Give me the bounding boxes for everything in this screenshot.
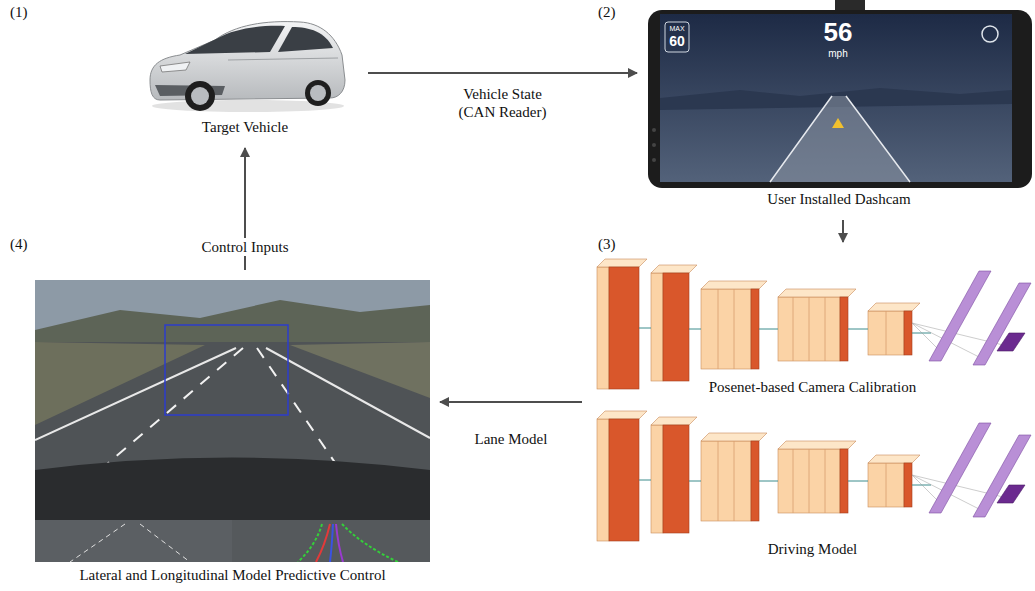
car-headlight — [160, 62, 190, 72]
thumbnail-road — [35, 520, 232, 562]
thumbnail-road — [232, 520, 430, 562]
dashcam-button — [652, 128, 656, 132]
flow-arrow — [842, 220, 844, 242]
lane-line — [100, 348, 340, 470]
car-body-line — [228, 58, 338, 60]
frame-sky — [35, 280, 430, 562]
caption-text: Lateral and Longitudinal Model Predictiv… — [79, 566, 385, 584]
screen-road — [770, 96, 910, 182]
driving-model-drawing — [597, 411, 1031, 541]
path-prediction — [330, 524, 333, 562]
lane-edge — [35, 348, 430, 440]
frame-verge — [35, 342, 205, 425]
path-prediction — [316, 524, 330, 562]
flow-arrow — [368, 72, 637, 74]
screen-readout: 56 — [824, 18, 853, 47]
steering-icon — [982, 26, 998, 42]
panel-number: (2) — [598, 4, 616, 21]
crop-box — [165, 325, 288, 415]
caption-text: Posenet-based Camera Calibration — [709, 378, 916, 396]
arrow-label: Lane Model — [472, 430, 551, 448]
panel-number: (1) — [10, 4, 28, 21]
car-wheel — [305, 80, 331, 106]
dashcam-button — [652, 158, 656, 162]
car-body — [150, 22, 345, 100]
dashcam-screen — [660, 14, 1012, 182]
dashcam-picture — [648, 0, 1032, 188]
lane-prediction — [298, 524, 398, 562]
panel-number: (3) — [598, 236, 616, 253]
frame-dashboard — [35, 458, 430, 521]
caption-text: Target Vehicle — [202, 118, 288, 136]
dashcam-button — [652, 143, 656, 147]
posenet-drawing — [597, 259, 1031, 389]
panel-number: (4) — [10, 236, 28, 253]
figure-panel: Lateral and Longitudinal Model Predictiv… — [33, 278, 432, 588]
frame-road — [35, 342, 430, 472]
frame-verge — [290, 342, 430, 398]
figure-panel: Posenet-based Camera CalibrationDriving … — [590, 250, 1035, 565]
car-hub — [310, 85, 326, 101]
camera-frame — [35, 280, 430, 562]
car-wheel — [185, 81, 215, 111]
caption-text: Driving Model — [768, 540, 858, 558]
arrow-label: Vehicle State (CAN Reader) — [450, 85, 556, 121]
thumbnail-lane — [70, 524, 190, 562]
screen-lane — [770, 96, 910, 182]
flow-arrow — [440, 401, 582, 403]
figure-panel: Target Vehicle — [130, 0, 360, 140]
car-picture — [150, 22, 345, 112]
arrow-label: Control Inputs — [198, 238, 291, 256]
caption-text: User Installed Dashcam — [767, 190, 910, 208]
screen-readout: 60 — [669, 34, 685, 49]
car-window — [278, 27, 333, 52]
screen-readout: MAX — [669, 25, 684, 33]
screen-marker — [832, 118, 844, 128]
dashcam-body — [648, 10, 1032, 188]
screen-readout: mph — [828, 48, 847, 59]
path-prediction — [336, 524, 343, 562]
speed-limit-sign — [665, 22, 689, 52]
car-windshield — [185, 26, 285, 54]
car-hub — [191, 87, 209, 105]
